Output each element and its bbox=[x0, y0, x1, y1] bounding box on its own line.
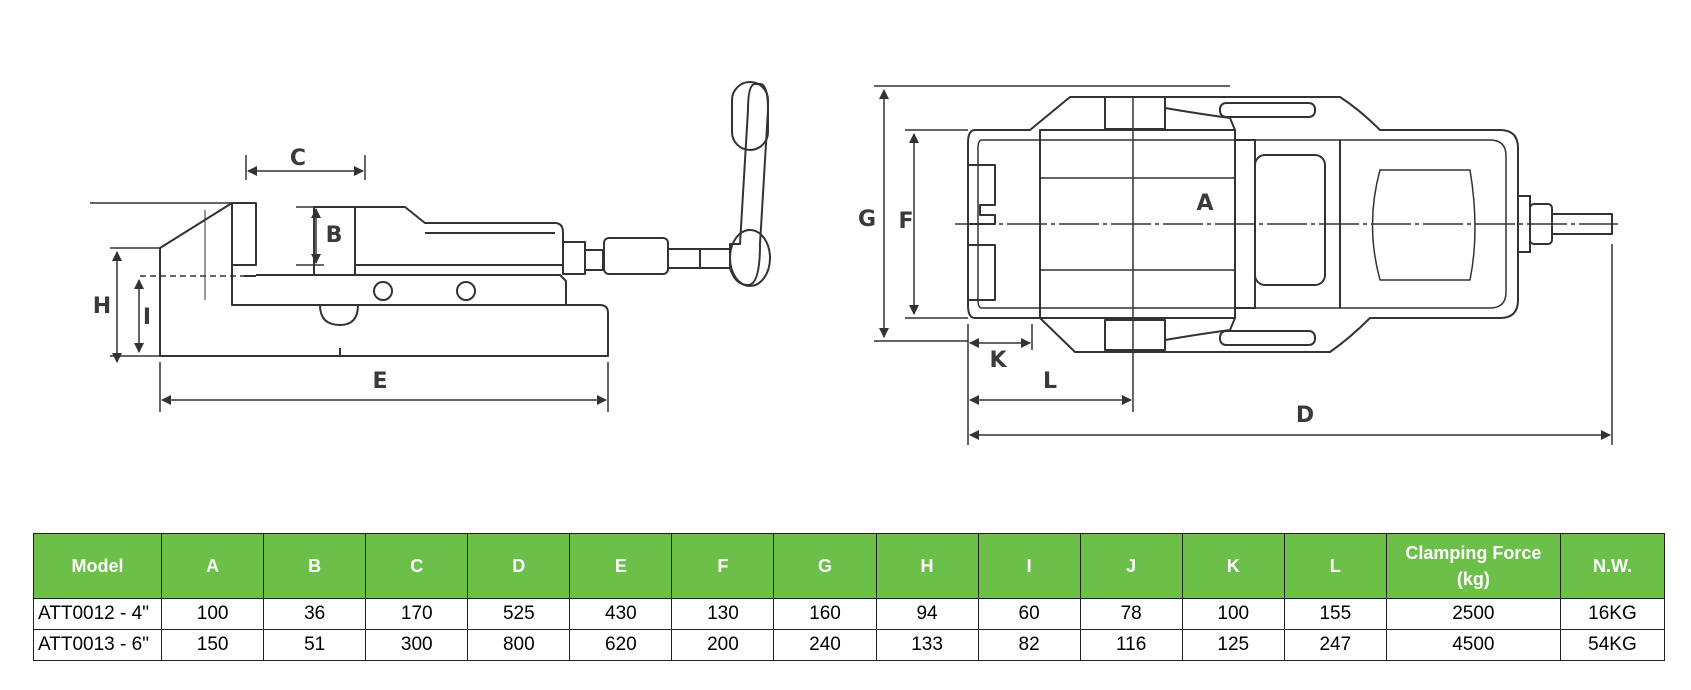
cell-h: 133 bbox=[875, 629, 979, 661]
cell-b: 36 bbox=[263, 598, 367, 630]
cell-e: 620 bbox=[569, 629, 673, 661]
header-k: K bbox=[1181, 533, 1285, 599]
cell-a: 100 bbox=[161, 598, 265, 630]
header-h: H bbox=[875, 533, 979, 599]
header-g: G bbox=[773, 533, 877, 599]
header-a: A bbox=[161, 533, 265, 599]
header-b: B bbox=[263, 533, 367, 599]
side-view-dimensions bbox=[90, 155, 609, 412]
cell-clamping-force: 2500 bbox=[1385, 598, 1561, 630]
table-row: ATT0012 - 4" 100 36 170 525 430 130 160 … bbox=[32, 598, 1666, 630]
screw-collar bbox=[603, 237, 669, 275]
cell-g: 240 bbox=[773, 629, 877, 661]
header-f: F bbox=[671, 533, 775, 599]
cell-i: 60 bbox=[977, 598, 1081, 630]
cell-clamping-force: 4500 bbox=[1385, 629, 1561, 661]
cell-l: 247 bbox=[1283, 629, 1387, 661]
handle-lever bbox=[729, 83, 769, 286]
cell-j: 78 bbox=[1079, 598, 1183, 630]
cell-g: 160 bbox=[773, 598, 877, 630]
cell-k: 125 bbox=[1181, 629, 1285, 661]
vise-technical-drawing: C B H I E bbox=[90, 81, 1618, 445]
dim-label-k: K bbox=[989, 348, 1007, 373]
header-c: C bbox=[365, 533, 469, 599]
vise-body-outline bbox=[967, 96, 1519, 353]
pin-hole bbox=[456, 281, 476, 301]
dim-label-a: A bbox=[1196, 191, 1213, 216]
dim-label-c: C bbox=[290, 146, 306, 171]
cell-e: 430 bbox=[569, 598, 673, 630]
cell-l: 155 bbox=[1283, 598, 1387, 630]
dim-label-f: F bbox=[898, 209, 913, 234]
base-slot bbox=[319, 304, 359, 326]
pin-hole bbox=[373, 281, 393, 301]
cell-f: 200 bbox=[671, 629, 775, 661]
header-net-weight: N.W. bbox=[1559, 533, 1666, 599]
dim-label-d: D bbox=[1296, 403, 1314, 428]
cell-net-weight: 16KG bbox=[1559, 598, 1666, 630]
dim-label-b: B bbox=[326, 223, 343, 248]
dim-label-h: H bbox=[93, 294, 111, 319]
cell-c: 170 bbox=[365, 598, 469, 630]
header-l: L bbox=[1283, 533, 1387, 599]
cell-d: 525 bbox=[467, 598, 571, 630]
table-row: ATT0013 - 6" 150 51 300 800 620 200 240 … bbox=[32, 629, 1666, 661]
cell-d: 800 bbox=[467, 629, 571, 661]
header-model: Model bbox=[32, 533, 163, 599]
cell-c: 300 bbox=[365, 629, 469, 661]
top-view bbox=[967, 96, 1613, 353]
cell-model: ATT0012 - 4" bbox=[32, 598, 163, 630]
header-i: I bbox=[977, 533, 1081, 599]
dim-label-e: E bbox=[372, 369, 387, 394]
cell-h: 94 bbox=[875, 598, 979, 630]
header-d: D bbox=[467, 533, 571, 599]
dim-label-i: I bbox=[143, 305, 151, 330]
dim-label-g: G bbox=[858, 207, 876, 232]
header-clamping-force: Clamping Force (kg) bbox=[1385, 533, 1561, 599]
vise-base bbox=[159, 202, 609, 357]
dim-label-l: L bbox=[1043, 369, 1057, 394]
cell-f: 130 bbox=[671, 598, 775, 630]
fixed-jaw bbox=[231, 202, 257, 266]
cell-j: 116 bbox=[1079, 629, 1183, 661]
cell-a: 150 bbox=[161, 629, 265, 661]
cell-b: 51 bbox=[263, 629, 367, 661]
cell-model: ATT0013 - 6" bbox=[32, 629, 163, 661]
header-e: E bbox=[569, 533, 673, 599]
spec-table: Model A B C D E F G H I J K L Clamping F… bbox=[32, 533, 1666, 661]
side-view bbox=[159, 81, 771, 357]
table-header-row: Model A B C D E F G H I J K L Clamping F… bbox=[32, 533, 1666, 599]
movable-jaw bbox=[313, 206, 564, 276]
cell-net-weight: 54KG bbox=[1559, 629, 1666, 661]
cell-k: 100 bbox=[1181, 598, 1285, 630]
cell-i: 82 bbox=[977, 629, 1081, 661]
top-view-dimensions bbox=[874, 85, 1618, 445]
header-j: J bbox=[1079, 533, 1183, 599]
